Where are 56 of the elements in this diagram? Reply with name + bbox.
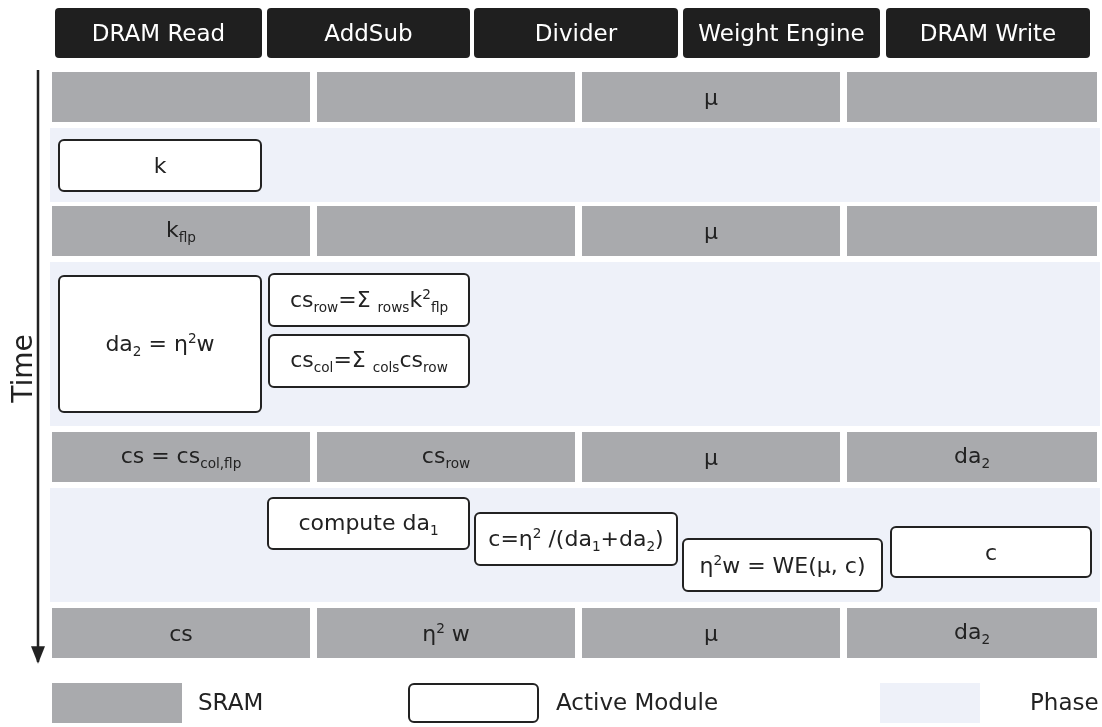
formula-text: da$_{2}$ — [953, 619, 991, 647]
sram-bar — [52, 72, 310, 122]
formula-text: da$_{2}$ = η$^{2}$w — [105, 329, 215, 359]
sram-bar — [847, 206, 1097, 256]
legend-label: Active Module — [556, 689, 719, 715]
active-module-box — [890, 526, 1092, 578]
active-module-box — [474, 512, 678, 566]
module-name: DRAM Read — [91, 20, 226, 46]
legend-label: Phase — [1030, 689, 1099, 715]
formula-text: k$_{flp}$ — [166, 217, 196, 245]
sram-bar — [317, 432, 575, 482]
active-module-box — [268, 273, 470, 327]
active-module-box — [58, 275, 262, 413]
formula-text: μ — [704, 444, 718, 470]
formula-text: cs — [169, 620, 193, 646]
sram-bar — [317, 206, 575, 256]
formula-text: k — [153, 153, 167, 178]
active-module-box — [268, 334, 470, 388]
module-header — [267, 8, 470, 58]
active-module-box — [682, 538, 883, 592]
sram-bar — [52, 432, 310, 482]
sram-bar — [52, 206, 310, 256]
formula-text: c=η$^{2}$ /(da$_{1}$+da$_{2}$) — [488, 524, 664, 554]
sram-bar — [317, 608, 575, 658]
sram-bar — [582, 432, 840, 482]
active-module-box — [58, 139, 262, 192]
sram-bar — [847, 608, 1097, 658]
module-name: AddSub — [324, 20, 413, 46]
active-module-box — [267, 497, 470, 550]
sram-bar — [847, 432, 1097, 482]
formula-text: cs = cs$_{col,flp}$ — [120, 443, 242, 471]
module-name: Weight Engine — [698, 20, 865, 46]
formula-text: c — [984, 539, 998, 565]
formula-text: μ — [704, 218, 718, 244]
sram-bar — [317, 72, 575, 122]
module-header — [886, 8, 1090, 58]
legend-label: SRAM — [198, 689, 264, 715]
module-header — [55, 8, 262, 58]
formula-text: cs$_{row}$ — [421, 443, 471, 471]
sram-bar — [582, 72, 840, 122]
module-header — [474, 8, 678, 58]
formula-text: η$^{2}$w = WE(μ, c) — [699, 551, 866, 579]
formula-text: cs$_{col}$=Σ $_{cols}$cs$_{row}$ — [290, 347, 448, 375]
formula-text: μ — [704, 84, 718, 110]
module-name: Divider — [534, 20, 618, 46]
axis-label: Time — [5, 334, 39, 403]
sram-bar — [582, 206, 840, 256]
formula-text: da$_{2}$ — [953, 443, 991, 471]
module-name: DRAM Write — [919, 20, 1057, 46]
module-header — [683, 8, 880, 58]
sram-bar — [847, 72, 1097, 122]
sram-bar — [52, 608, 310, 658]
formula-text: compute da$_{1}$ — [298, 509, 439, 538]
formula-text: η$^{2}$ w — [422, 619, 470, 647]
sram-bar — [582, 608, 840, 658]
formula-text: μ — [704, 620, 718, 646]
